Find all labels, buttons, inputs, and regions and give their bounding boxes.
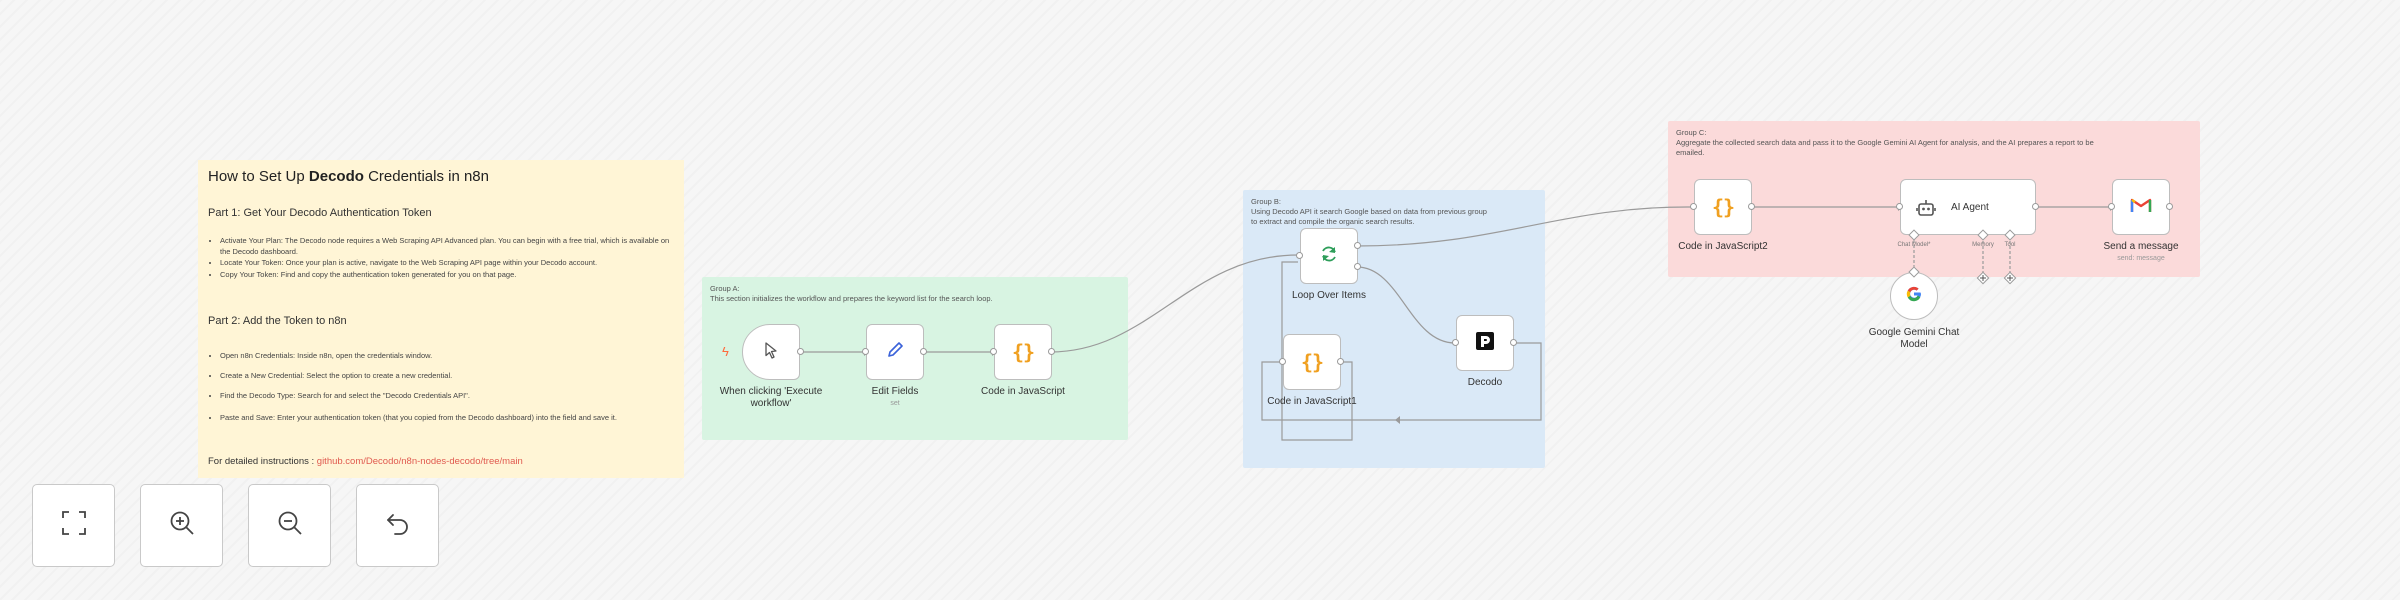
trigger-output-port[interactable] [797,348,804,355]
loop-loop-port[interactable] [1354,263,1361,270]
edit-fields-node[interactable] [866,324,924,380]
part1-item: Locate Your Token: Once your plan is act… [220,258,675,269]
send-input-port[interactable] [2108,203,2115,210]
plus-icon [2007,275,2013,281]
part2-item: Find the Decodo Type: Search for and sel… [220,386,675,405]
chat-model-port-label: Chat Model* [1897,242,1931,248]
zoom-out-icon [276,509,304,542]
trigger-node[interactable] [742,324,800,380]
undo-icon [384,509,412,542]
google-g-icon [1905,285,1923,308]
google-gemini-label: Google Gemini Chat Model [1868,327,1960,350]
robot-icon [1915,197,1937,224]
code1-output-port[interactable] [1337,358,1344,365]
arrow-loop-return [1395,416,1400,424]
group-c-label: Group C: Aggregate the collected search … [1676,128,2094,157]
part2-item: Paste and Save: Enter your authenticatio… [220,413,675,424]
connection-loop-decodo [1356,266,1456,344]
instructions-link[interactable]: github.com/Decodo/n8n-nodes-decodo/tree/… [316,456,523,467]
loop-input-port[interactable] [1296,252,1303,259]
edit-fields-sub: set [890,400,900,407]
edit-fields-output-port[interactable] [920,348,927,355]
edit-fields-input-port[interactable] [862,348,869,355]
code-in-javascript2-label: Code in JavaScript2 [1678,241,1768,252]
zoom-out-button[interactable] [248,484,331,567]
code-in-javascript1-label: Code in JavaScript1 [1267,396,1357,407]
group-a-label: Group A: This section initializes the wo… [710,284,993,303]
loop-over-items-label: Loop Over Items [1292,290,1366,301]
part1-heading: Part 1: Get Your Decodo Authentication T… [208,207,432,219]
refresh-icon [1318,243,1340,270]
decodo-input-port[interactable] [1452,339,1459,346]
send-a-message-sub: send: message [2117,255,2165,262]
setup-sticky-note[interactable]: How to Set Up Decodo Credentials in n8n … [198,160,684,478]
pencil-icon [884,339,906,366]
code2-input-port[interactable] [1690,203,1697,210]
zoom-in-icon [168,509,196,542]
google-gemini-node[interactable] [1890,272,1938,320]
part2-list: Open n8n Credentials: Inside n8n, open t… [208,346,675,425]
part1-list: Activate Your Plan: The Decodo node requ… [208,236,675,281]
instructions-row: For detailed instructions : github.com/D… [208,456,523,467]
send-output-port[interactable] [2166,203,2173,210]
decodo-label: Decodo [1467,377,1503,388]
code-braces-icon: {} [1011,340,1035,364]
decodo-logo-icon [1475,331,1495,356]
group-b-label: Group B: Using Decodo API it search Goog… [1251,197,1487,226]
loop-done-port[interactable] [1354,242,1361,249]
code-braces-icon: {} [1711,195,1735,219]
edit-fields-label: Edit Fields [871,386,919,397]
connection-decodo-loop [1261,342,1542,421]
part1-item: Activate Your Plan: The Decodo node requ… [220,236,675,257]
code-in-javascript2-node[interactable]: {} [1694,179,1752,235]
connection-loop-code2 [1356,206,1693,247]
ai-agent-output-port[interactable] [2032,203,2039,210]
part1-item: Copy Your Token: Find and copy the authe… [220,270,675,281]
code-in-javascript1-node[interactable]: {} [1283,334,1341,390]
part2-item: Open n8n Credentials: Inside n8n, open t… [220,346,675,365]
decodo-output-port[interactable] [1510,339,1517,346]
plus-icon [1980,275,1986,281]
trigger-node-label: When clicking 'Execute workflow' [719,386,823,409]
code-input-port[interactable] [990,348,997,355]
code-in-javascript-node[interactable]: {} [994,324,1052,380]
zoom-in-button[interactable] [140,484,223,567]
part2-heading: Part 2: Add the Token to n8n [208,315,347,327]
undo-button[interactable] [356,484,439,567]
code-braces-icon: {} [1300,350,1324,374]
gmail-icon [2130,196,2152,219]
send-a-message-label: Send a message [2103,241,2179,252]
code-output-port[interactable] [1048,348,1055,355]
sticky-note-title: How to Set Up Decodo Credentials in n8n [208,168,489,185]
instructions-label: For detailed instructions : [208,456,317,467]
memory-port-label: Memory [1972,242,1994,248]
part2-item: Create a New Credential: Select the opti… [220,366,675,385]
code1-input-port[interactable] [1279,358,1286,365]
ai-agent-input-port[interactable] [1896,203,1903,210]
ai-agent-label: AI Agent [1951,201,1989,213]
code-in-javascript-label: Code in JavaScript [981,386,1065,397]
code2-output-port[interactable] [1748,203,1755,210]
fit-view-icon [61,510,87,541]
ai-agent-node[interactable]: AI Agent [1900,179,2036,235]
lightning-icon: ϟ [722,344,729,359]
connection-code-loop [1049,254,1299,353]
tool-port-label: Tool [2004,242,2016,248]
loop-over-items-node[interactable] [1300,228,1358,284]
cursor-icon [761,340,781,365]
connection-code1-loop [1281,261,1353,441]
fit-view-button[interactable] [32,484,115,567]
send-a-message-node[interactable] [2112,179,2170,235]
decodo-node[interactable] [1456,315,1514,371]
